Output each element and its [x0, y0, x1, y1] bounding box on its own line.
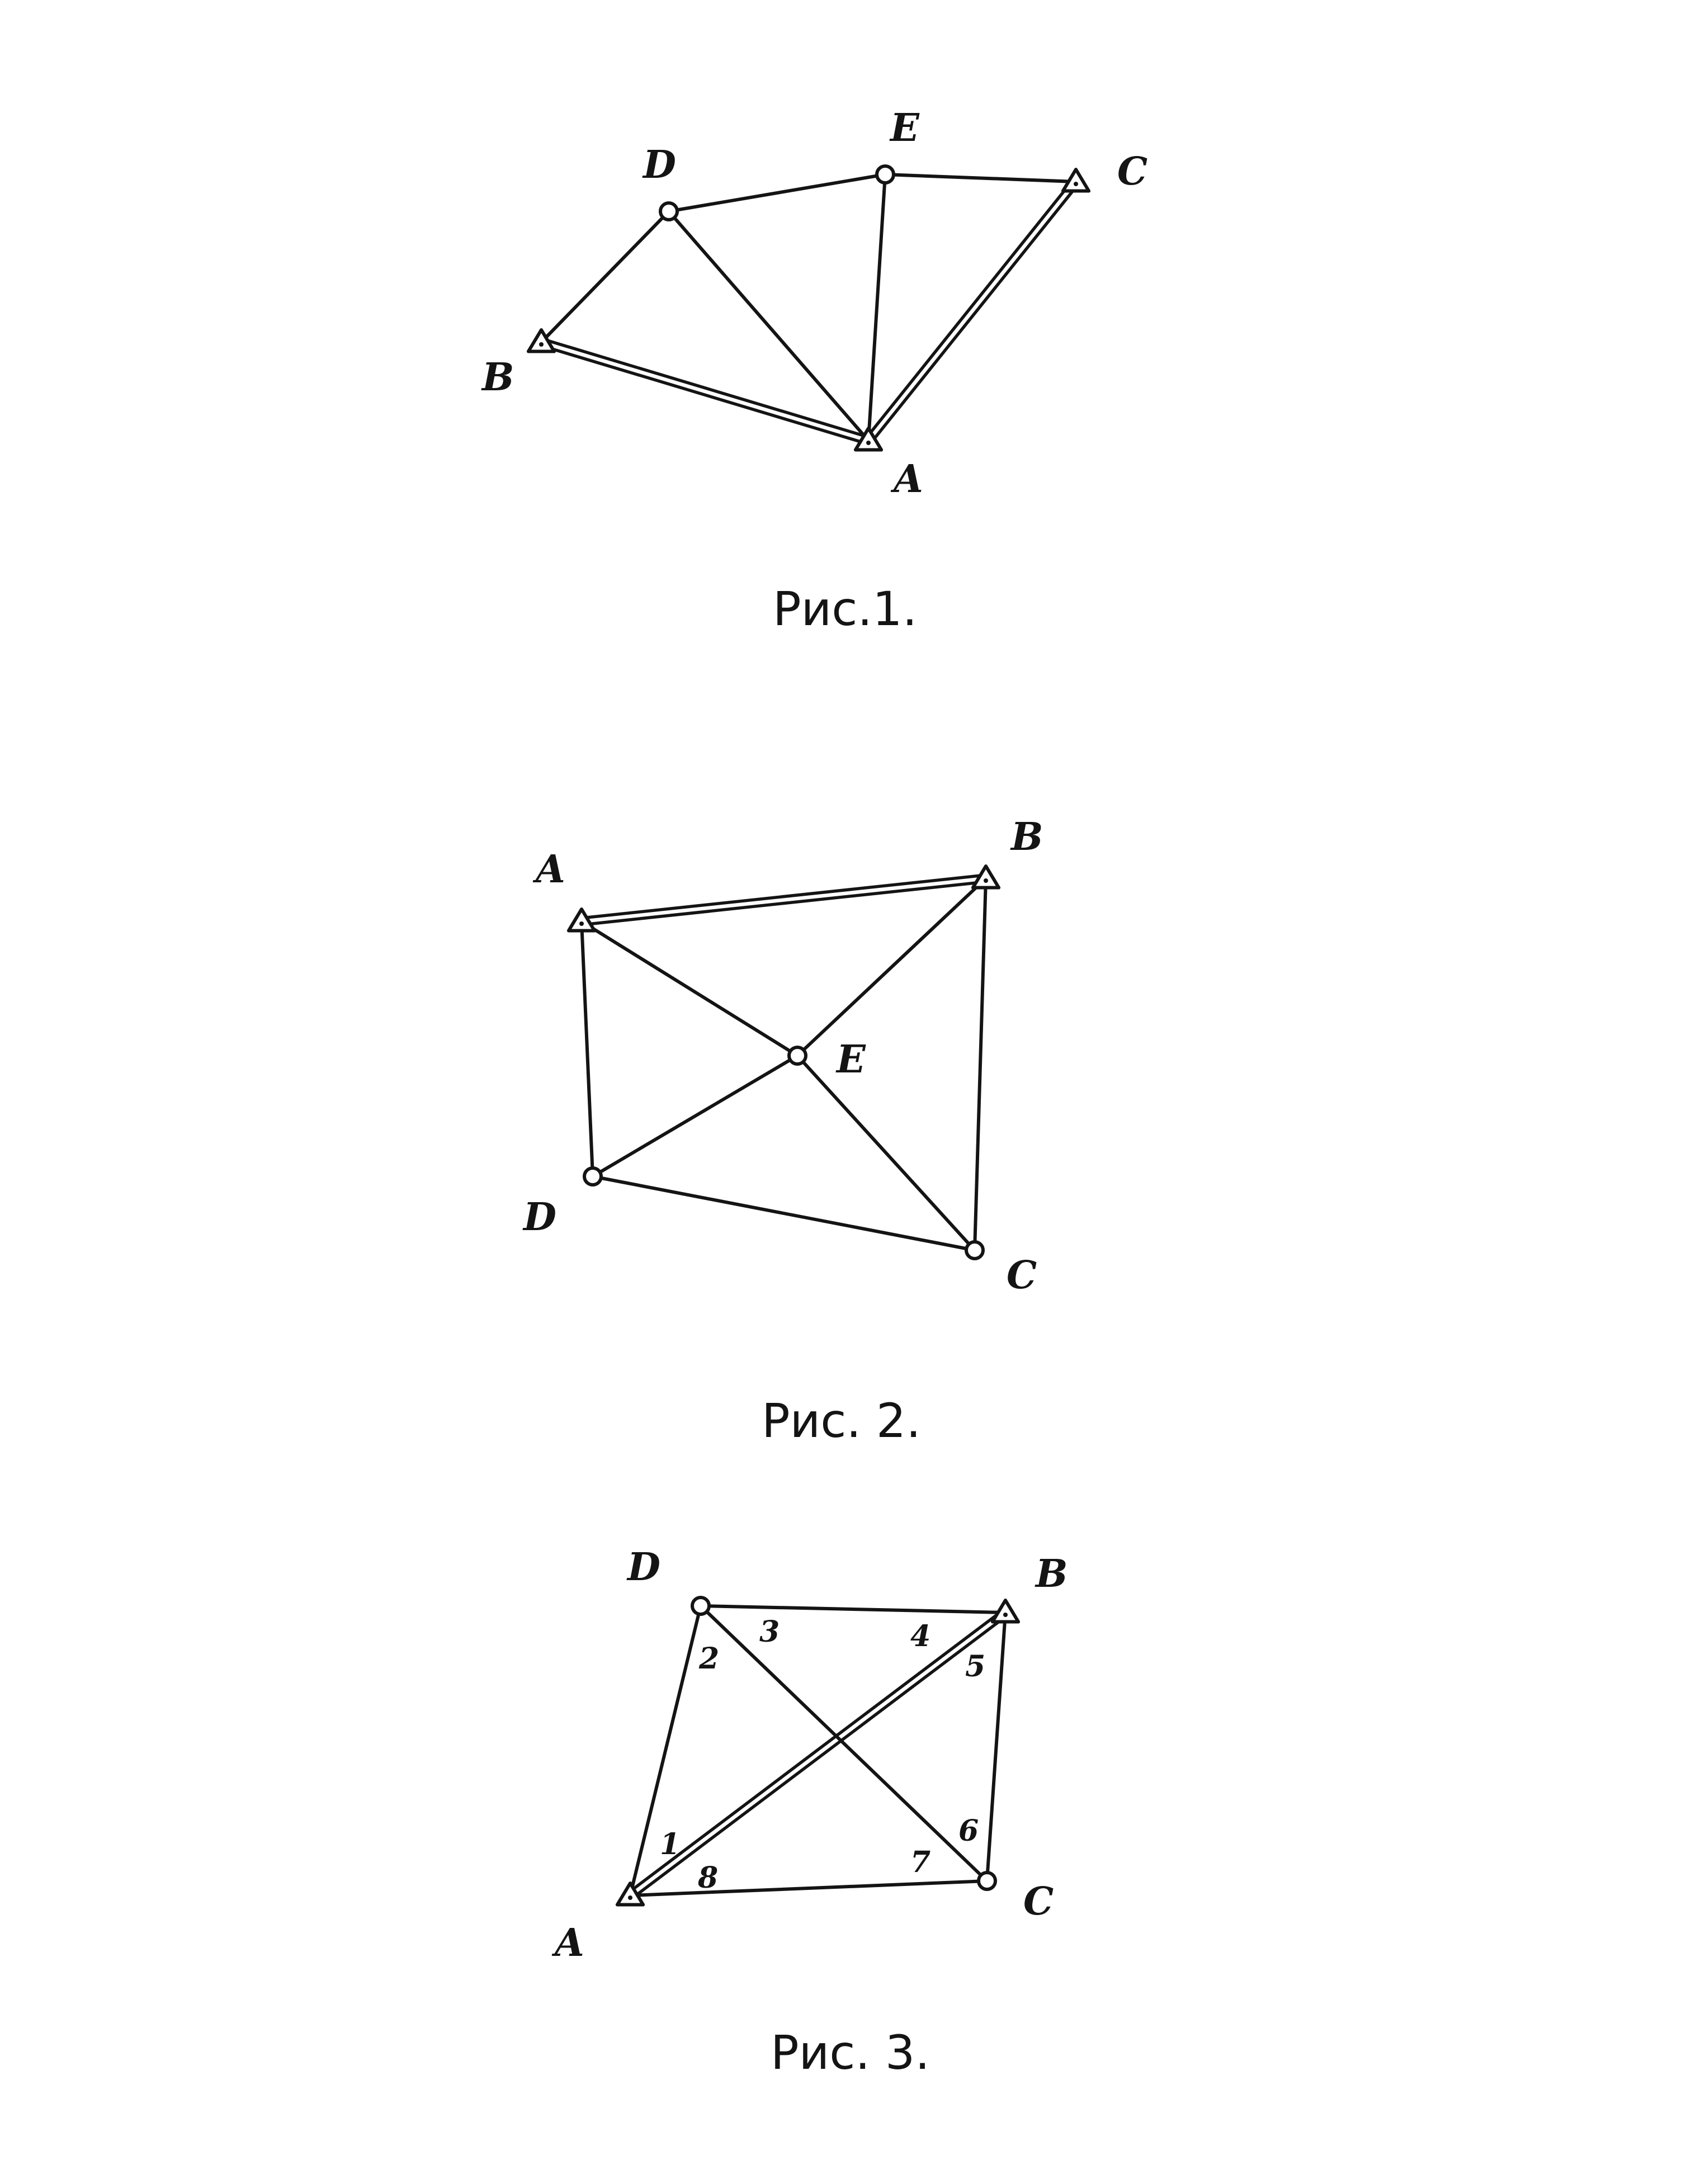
vertex-d-label: D: [642, 143, 676, 187]
vertex-c-circle-icon: [977, 1871, 997, 1891]
vertex-b-center-dot: [1003, 1613, 1008, 1617]
angle-label-6: 6: [958, 1814, 979, 1848]
vertex-d-circle-icon: [583, 1166, 603, 1186]
edge-a-c-double: [864, 178, 1080, 445]
figure-2: A B C D E Рис. 2.: [522, 815, 1043, 1448]
edge-d-c: [591, 1175, 976, 1252]
vertex-b-triangle-icon: [990, 1599, 1021, 1624]
edge-a-d: [580, 920, 594, 1178]
angle-label-2: 2: [698, 1642, 719, 1676]
edge-b-c: [973, 877, 988, 1252]
angle-label-1: 1: [660, 1827, 680, 1861]
angle-label-5: 5: [965, 1649, 985, 1684]
vertex-a-center-dot: [628, 1895, 632, 1900]
angle-label-3: 3: [759, 1615, 780, 1649]
vertex-a-label: A: [532, 847, 565, 892]
edge-a-b-stroke: [630, 1614, 1009, 1900]
edge-e-a: [867, 173, 887, 442]
vertex-d-label: D: [522, 1195, 556, 1240]
edge-a-e: [580, 920, 799, 1057]
vertex-c-label: C: [1007, 1253, 1037, 1298]
figure-1: A B C D E Рис.1.: [481, 106, 1147, 636]
edge-a-c-stroke: [864, 178, 1075, 440]
figure-caption: Рис.1.: [773, 582, 917, 636]
edge-a-b-stroke: [626, 1608, 1005, 1894]
vertex-c-label: C: [1117, 149, 1147, 194]
vertex-a-triangle-icon: [566, 907, 597, 933]
edge-d-b: [699, 1604, 1007, 1614]
angle-label-4: 4: [910, 1619, 930, 1653]
vertex-d-circle-icon: [659, 201, 679, 221]
edge-a-b-double: [579, 873, 988, 926]
vertex-a-center-dot: [866, 441, 871, 445]
vertex-a-label: A: [551, 1921, 584, 1965]
vertex-b-center-dot: [539, 342, 544, 347]
edge-e-c: [884, 173, 1078, 183]
vertex-a-triangle-icon: [615, 1882, 645, 1907]
edge-b-c: [985, 1611, 1007, 1883]
edge-e-b: [796, 877, 988, 1057]
vertex-c-circle-icon: [965, 1240, 985, 1260]
edge-a-c-stroke: [869, 182, 1080, 445]
angle-label-7: 7: [910, 1845, 930, 1879]
edge-a-d: [629, 1604, 702, 1897]
vertex-b-label: B: [1035, 1552, 1067, 1596]
edge-d-c: [699, 1604, 989, 1883]
edge-b-d: [540, 210, 670, 344]
vertex-c-label: C: [1023, 1879, 1054, 1924]
vertex-b-label: B: [1010, 815, 1043, 859]
vertex-b-label: B: [481, 355, 514, 400]
edge-a-b-stroke: [580, 880, 988, 926]
vertex-e-label: E: [889, 106, 920, 150]
vertex-e-label: E: [835, 1037, 866, 1082]
edge-d-a: [667, 210, 870, 442]
edge-b-a-stroke: [540, 337, 871, 439]
edge-b-a-stroke: [539, 343, 870, 446]
vertex-d-circle-icon: [691, 1596, 711, 1616]
vertex-b-triangle-icon: [971, 864, 1001, 890]
vertex-e-circle-icon: [787, 1046, 807, 1066]
angle-label-8: 8: [697, 1861, 718, 1895]
vertex-a-triangle-icon: [853, 427, 884, 452]
edge-a-b-stroke: [579, 873, 988, 920]
vertex-e-circle-icon: [875, 164, 895, 185]
vertex-a-label: A: [890, 457, 923, 502]
edge-b-a-double: [539, 337, 871, 446]
vertex-b-center-dot: [984, 878, 988, 883]
vertex-a-center-dot: [579, 921, 584, 926]
vertex-d-label: D: [626, 1545, 660, 1590]
edge-a-c: [629, 1879, 989, 1897]
vertex-c-center-dot: [1074, 182, 1078, 186]
edge-d-e: [667, 173, 887, 213]
edge-d-e: [591, 1054, 799, 1178]
edge-e-c: [796, 1054, 976, 1252]
edge-a-b-double: [626, 1608, 1009, 1900]
figure-caption: Рис. 2.: [762, 1393, 921, 1448]
vertex-b-triangle-icon: [526, 328, 556, 353]
figure-caption: Рис. 3.: [771, 2025, 930, 2080]
vertex-c-triangle-icon: [1061, 168, 1091, 193]
